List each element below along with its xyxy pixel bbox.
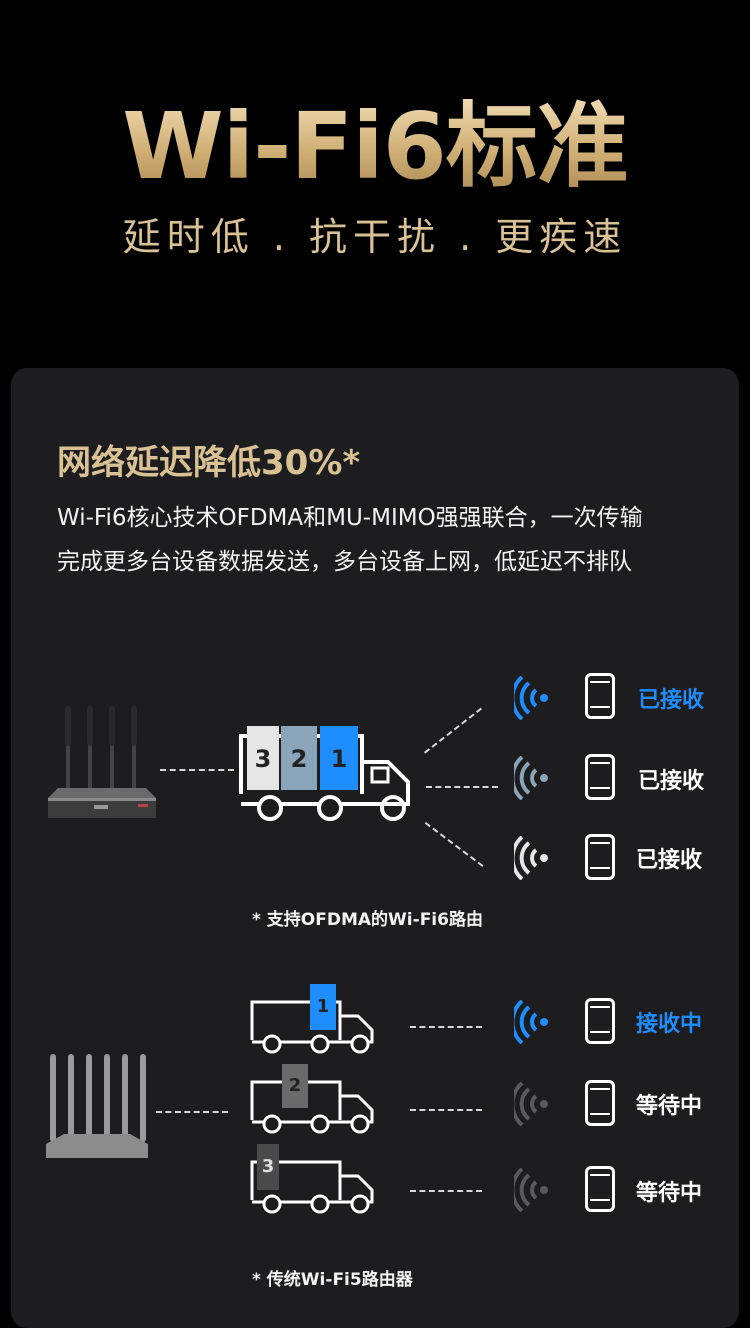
wifi6-truck: 3 2 1 — [238, 724, 414, 826]
device-status: 等待中 — [636, 1181, 703, 1206]
device-status: 已接收 — [638, 769, 705, 794]
wifi5-truck: 1 — [250, 984, 376, 1054]
phone-icon — [585, 1080, 615, 1126]
section-description-line2: 完成更多台设备数据发送，多台设备上网，低延迟不排队 — [57, 549, 632, 575]
phone-icon — [585, 998, 615, 1044]
truck-icon — [250, 1080, 374, 1134]
wifi5-caption: * 传统Wi-Fi5路由器 — [252, 1270, 413, 1290]
phone-icon — [585, 834, 615, 880]
wifi5-truck: 3 — [250, 1144, 376, 1214]
truck-to-device-line — [410, 1190, 482, 1192]
wifi-signal-icon — [514, 1082, 548, 1126]
wifi6-router-icon — [48, 706, 156, 818]
phone-icon — [585, 673, 615, 719]
truck-to-device-line — [410, 1026, 482, 1028]
wifi-signal-icon — [514, 1000, 548, 1044]
packet-2: 2 — [281, 726, 317, 790]
router-to-trucks-line — [156, 1111, 228, 1113]
packet-3: 3 — [247, 726, 279, 790]
hero-title: Wi-Fi6标准 — [0, 92, 750, 202]
packet-1: 1 — [310, 984, 336, 1030]
packet-1: 1 — [320, 726, 358, 790]
packet-2: 2 — [282, 1064, 308, 1108]
wifi-signal-icon — [514, 676, 548, 720]
wifi5-truck: 2 — [250, 1064, 376, 1134]
wifi6-caption: * 支持OFDMA的Wi-Fi6路由 — [252, 910, 483, 930]
wifi-signal-icon — [514, 836, 548, 880]
device-status: 已接收 — [636, 848, 703, 873]
section-heading: 网络延迟降低30%* — [57, 443, 361, 483]
router-to-truck-line — [160, 769, 234, 771]
wifi-signal-icon — [514, 1168, 548, 1212]
device-status: 等待中 — [636, 1094, 703, 1119]
packet-3: 3 — [257, 1144, 279, 1190]
truck-icon — [250, 1000, 374, 1054]
wifi5-router-icon — [46, 1054, 148, 1158]
branch-line-middle — [426, 786, 498, 788]
wifi-signal-icon — [514, 756, 548, 800]
truck-icon — [250, 1160, 374, 1214]
feature-panel — [11, 368, 739, 1328]
device-status: 接收中 — [636, 1012, 703, 1037]
section-description-line1: Wi-Fi6核心技术OFDMA和MU-MIMO强强联合，一次传输 — [57, 505, 643, 531]
hero-subtitle: 延时低 . 抗干扰 . 更疾速 — [122, 215, 628, 259]
device-status: 已接收 — [638, 688, 705, 713]
phone-icon — [585, 754, 615, 800]
phone-icon — [585, 1166, 615, 1212]
truck-to-device-line — [410, 1109, 482, 1111]
